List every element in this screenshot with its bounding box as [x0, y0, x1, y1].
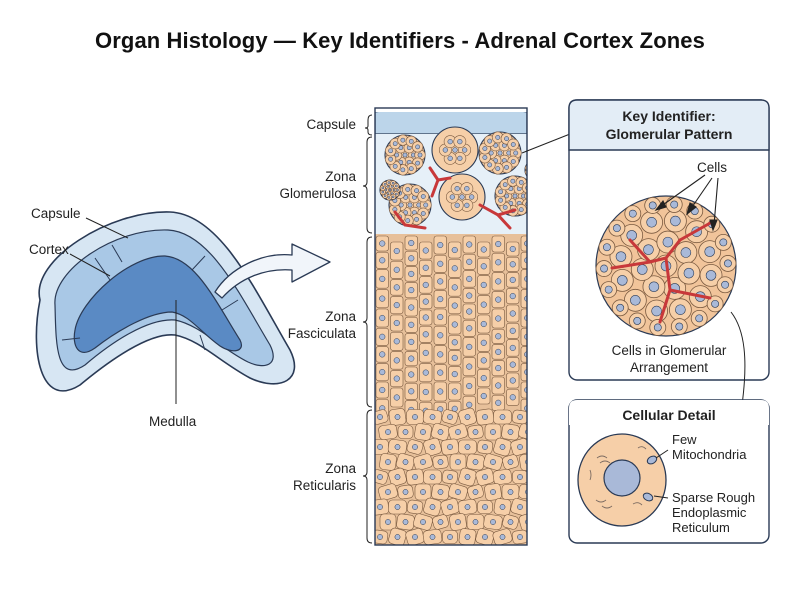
fasciculata-cell [520, 363, 527, 382]
key-panel-title-line-2: Glomerular Pattern [605, 126, 733, 142]
fasciculata-cell [520, 289, 527, 309]
key-panel-title: Key Identifier: Glomerular Pattern [569, 107, 769, 143]
fasciculata-cell [520, 269, 527, 289]
rough-er-line-3: Reticulum [672, 520, 730, 535]
zona-fasciculata-label: Zona Fasciculata [240, 308, 356, 342]
glomerular-caption-line-1: Cells in Glomerular [611, 343, 727, 358]
mitochondria-line-1: Few [672, 432, 697, 447]
zona-glomerulosa-line-1: Zona [325, 169, 356, 184]
blood-vessel [496, 208, 517, 217]
key-panel-title-line-1: Key Identifier: [622, 108, 716, 124]
rough-er-line-2: Endoplasmic [672, 505, 747, 520]
fasciculata-cell [520, 381, 527, 399]
section-capsule-label: Capsule [306, 117, 356, 132]
glomerular-cluster-enlarged [595, 195, 737, 337]
zona-fasciculata-line-1: Zona [325, 309, 356, 324]
glomerular-cluster [431, 126, 479, 174]
glomerular-cluster [494, 175, 527, 217]
zona-glomerulosa-label: Zona Glomerulosa [240, 168, 356, 202]
fasciculata-cell [520, 308, 527, 328]
glomerular-cluster [384, 134, 426, 176]
reticularis-cell [518, 512, 527, 532]
page-title: Organ Histology — Key Identifiers - Adre… [95, 28, 705, 53]
fasciculata-cell [520, 327, 527, 346]
zoom-arrow-icon [214, 243, 331, 299]
zona-glomerulosa-line-2: Glomerulosa [279, 186, 356, 201]
reticularis-cell [518, 423, 527, 441]
zona-reticularis-label: Zona Reticularis [240, 460, 356, 494]
blood-vessel [436, 176, 452, 182]
glomerular-cluster [524, 163, 527, 177]
gland-capsule-label: Capsule [31, 206, 81, 221]
zona-reticularis-line-1: Zona [325, 461, 356, 476]
blood-vessel [668, 288, 712, 300]
mitochondria-label: Few Mitochondria [672, 432, 746, 462]
gland-medulla [73, 255, 242, 353]
key-identifier-panel [568, 99, 770, 381]
fasciculata-cell [520, 346, 527, 363]
reticularis-cell [518, 484, 527, 500]
detail-panel-title: Cellular Detail [622, 407, 716, 423]
adrenal-gland-section [35, 211, 296, 404]
cells-label: Cells [697, 160, 728, 175]
fasciculata-cell [520, 251, 527, 269]
mitochondrion-icon [642, 492, 654, 502]
glomerular-cluster [379, 179, 401, 201]
blood-vessel [393, 210, 427, 230]
detail-nucleus [603, 459, 641, 497]
glomerular-caption: Cells in Glomerular Arrangement [569, 342, 769, 376]
blood-vessel [678, 220, 714, 242]
rough-er-label: Sparse Rough Endoplasmic Reticulum [672, 490, 755, 535]
glomerular-cluster [438, 173, 486, 221]
cellular-detail-panel [568, 399, 770, 544]
fasciculata-cell [520, 235, 527, 252]
gland-cortex-label: Cortex [29, 242, 69, 257]
mitochondria-line-2: Mitochondria [672, 447, 747, 462]
zona-fasciculata-line-2: Fasciculata [287, 326, 356, 341]
rough-er-line-1: Sparse Rough [672, 490, 756, 505]
blood-vessel [628, 238, 682, 264]
cortex-zones-column [362, 107, 528, 546]
zona-reticularis-line-2: Reticularis [292, 478, 356, 493]
gland-medulla-label: Medulla [149, 414, 197, 429]
blood-vessel [610, 260, 652, 270]
glomerular-caption-line-2: Arrangement [629, 360, 709, 375]
reticularis-cell [519, 453, 527, 471]
glomerular-cluster [478, 131, 522, 175]
